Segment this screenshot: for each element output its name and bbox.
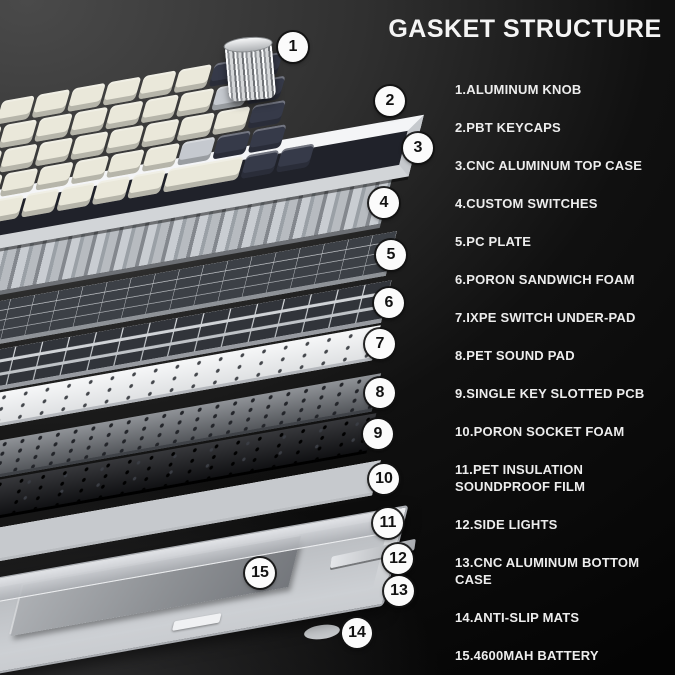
part-list-item-8: 8.PET SOUND PAD: [455, 348, 575, 363]
keycap: [55, 182, 96, 212]
keycap: [275, 143, 315, 173]
part-list-item-3: 3.CNC ALUMINUM TOP CASE: [455, 158, 643, 173]
part-list-item-12: 12.SIDE LIGHTS: [455, 517, 558, 532]
part-list-item-1: 1.ALUMINUM KNOB: [455, 82, 582, 97]
page-title: GASKET STRUCTURE: [388, 15, 662, 43]
part-list-item-11: 11.PET INSULATION SOUNDPROOF FILM: [455, 462, 586, 494]
parts-list: 1.ALUMINUM KNOB 2.PBT KEYCAPS 3.CNC ALUMIN…: [455, 81, 675, 675]
part-list-item-13: 13.CNC ALUMINUM BOTTOM CASE: [455, 555, 640, 587]
part-list-item-5: 5.PC PLATE: [455, 234, 532, 249]
part-list-item-14: 14.ANTI-SLIP MATS: [455, 610, 580, 625]
knob-top-face: [223, 34, 274, 55]
keycap: [91, 175, 131, 206]
keycap: [20, 188, 60, 218]
part-list-item-15: 15.4600MAH BATTERY: [455, 648, 599, 663]
aluminum-knob-illustration: [223, 34, 277, 102]
keycap: [126, 169, 167, 199]
part-list-item-7: 7.IXPE SWITCH UNDER-PAD: [455, 310, 636, 325]
part-list-item-4: 4.CUSTOM SWITCHES: [455, 196, 598, 211]
part-list-item-2: 2.PBT KEYCAPS: [455, 120, 561, 135]
keycap: [240, 149, 280, 179]
keycap: [0, 194, 25, 224]
part-list-item-6: 6.PORON SANDWICH FOAM: [455, 272, 635, 287]
anti-slip-mat-illustration: [303, 622, 341, 642]
part-list-item-9: 9.SINGLE KEY SLOTTED PCB: [455, 386, 645, 401]
part-list-item-10: 10.PORON SOCKET FOAM: [455, 424, 625, 439]
part-badge-14: 14: [342, 618, 372, 648]
part-badge-2: 2: [375, 86, 405, 116]
